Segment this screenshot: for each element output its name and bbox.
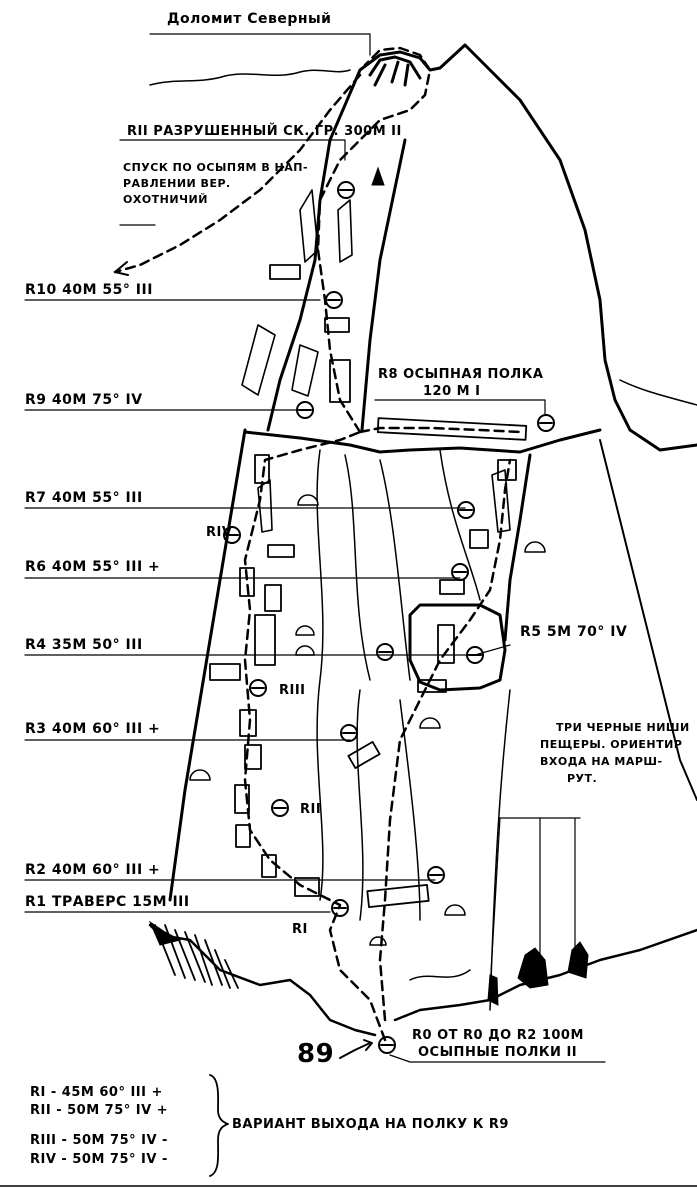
legend-item-rii: RII - 50М 75° IV + [30,1103,169,1118]
caves-note-2: ПЕЩЕРЫ. ОРИЕНТИР [540,738,683,751]
label-r0-a: R0 ОТ R0 ДО R2 100М [412,1028,584,1043]
right-wall-edge [599,439,697,801]
wall-left-boundary [168,428,247,902]
tower-outline [328,43,697,452]
label-r10: R10 40М 55° III [25,282,153,298]
legend-item-ri: RI - 45М 60° III + [30,1085,163,1100]
label-r1: R1 ТРАВЕРС 15М III [25,894,190,910]
caves-note-3: ВХОДА НА МАРШ- [540,755,663,768]
legend-brace [209,1074,229,1177]
belay-stations [223,181,555,1054]
legend-item-riii: RIII - 50М 75° IV - [30,1133,168,1148]
route-89-arrow [339,1039,373,1059]
marker-ri: RI [292,922,308,937]
marker-rii: RII [300,802,322,817]
label-r5: R5 5М 70° IV [520,624,628,640]
caves-note-1: ТРИ ЧЕРНЫЕ НИШИ [556,721,690,734]
label-descent-3: ОХОТНИЧИЙ [123,193,208,206]
filled-features [148,166,589,1006]
label-descent-2: РАВЛЕНИИ ВЕР. [123,177,231,190]
wall-cracks [316,449,511,1011]
leader-title [149,33,371,56]
legend-item-riv: RIV - 50М 75° IV - [30,1152,168,1167]
left-base-shadow [148,920,182,946]
ledge-traverse [358,426,522,434]
label-r0-b: ОСЫПНЫЕ ПОЛКИ II [418,1045,578,1060]
descent-route [113,73,362,274]
right-buttress [503,453,532,642]
leader-r0 [389,1054,606,1063]
marker-riii: RIII [279,683,306,698]
upper-route [316,46,432,434]
r5-block [408,603,507,692]
label-r7: R7 40М 55° III [25,490,143,506]
label-r11: RII РАЗРУШЕННЫЙ СК. ГР. 300М II [127,124,402,139]
tower-left-edge [360,138,407,432]
right-ridge [619,379,697,406]
descent-arrow [114,261,129,276]
cave-niche-3 [567,941,589,979]
leader-r11 [119,139,346,161]
ledge-boundary [243,428,602,454]
cave-niche-2 [517,947,549,989]
label-r8-a: R8 ОСЫПНАЯ ПОЛКА [378,367,544,382]
summit-triangle [371,166,385,186]
summit-cap [368,55,422,87]
base-terrain [148,923,377,1037]
left-ridge [266,138,332,432]
label-r4: R4 35М 50° III [25,637,143,653]
label-r3: R3 40М 60° III + [25,721,161,737]
legend-note: ВАРИАНТ ВЫХОДА НА ПОЛКУ К R9 [232,1117,509,1132]
base-hatch [154,924,239,989]
main-route [243,430,387,1042]
label-r9: R9 40М 75° IV [25,392,143,408]
leader-r8 [374,399,546,416]
label-r6: R6 40М 55° III + [25,559,161,575]
route-number: 89 [297,1039,335,1069]
label-r2: R2 40М 60° III + [25,862,161,878]
title: Доломит Северный [167,11,332,27]
marker-riv: RIV [206,525,233,540]
label-r8-b: 120 М I [423,384,481,399]
base-terrain-right [393,928,697,1022]
right-route [378,458,512,1022]
leader-r5 [474,644,511,656]
label-descent-1: СПУСК ПО ОСЫПЯМ В НАП- [123,161,309,174]
cave-niche-1 [487,974,499,1006]
crack-features [241,189,511,533]
leader-caves [489,817,581,991]
rock-features [209,264,528,908]
distant-ridge [149,69,351,86]
caves-note-4: РУТ. [567,772,598,785]
niche-marks [189,494,546,946]
